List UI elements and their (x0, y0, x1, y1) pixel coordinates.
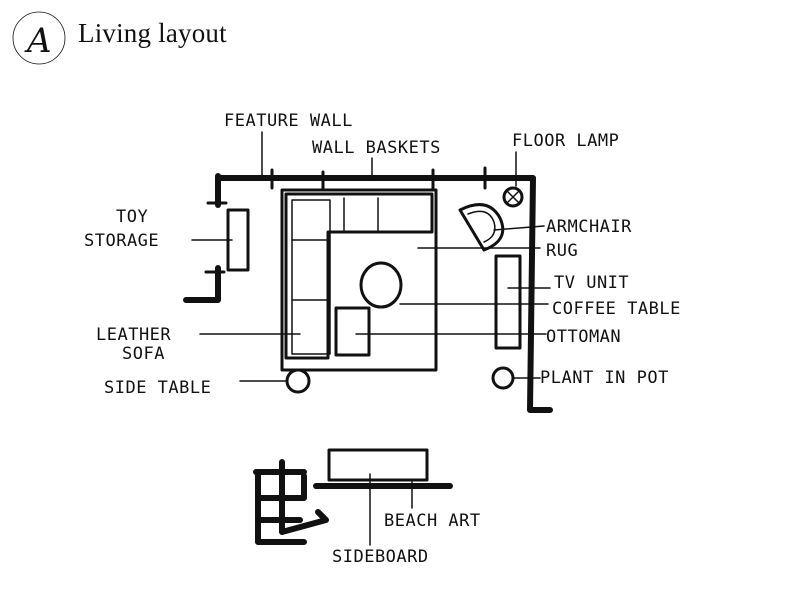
beach-art-shape (327, 448, 429, 482)
brand-logo: A (12, 11, 66, 65)
label-armchair: ARMCHAIR (546, 217, 632, 237)
side-table-shape (285, 368, 311, 394)
floor-lamp-shape (502, 186, 524, 208)
label-wall-baskets: WALL BASKETS (312, 138, 441, 158)
leather-sofa-shape (284, 192, 434, 360)
label-floor-lamp: FLOOR LAMP (512, 131, 619, 151)
leader-lines (191, 131, 551, 382)
plant-pot-shape (491, 366, 515, 390)
label-toy-storage-1: TOY (116, 207, 148, 227)
label-rug: RUG (546, 241, 578, 261)
label-plant-in-pot: PLANT IN POT (540, 368, 669, 388)
label-leather-sofa-1: LEATHER (96, 325, 171, 345)
logo-letter: A (24, 21, 52, 61)
rug-shape (280, 188, 438, 372)
label-feature-wall: FEATURE WALL (224, 111, 353, 131)
page-title: Living layout (78, 18, 227, 48)
label-side-table: SIDE TABLE (104, 378, 211, 398)
room-walls (183, 166, 553, 413)
label-sideboard: SIDEBOARD (332, 547, 429, 567)
label-toy-storage-2: STORAGE (84, 231, 159, 251)
tv-unit-shape (494, 254, 522, 350)
wall-elevation-sketch (253, 448, 453, 546)
label-ottoman: OTTOMAN (546, 327, 621, 347)
label-leather-sofa-2: SOFA (122, 344, 165, 364)
sideboard-shape (253, 459, 329, 545)
armchair-shape (458, 203, 505, 252)
ottoman-shape (334, 306, 371, 357)
label-beach-art: BEACH ART (384, 511, 481, 531)
label-coffee-table: COFFEE TABLE (552, 299, 681, 319)
label-tv-unit: TV UNIT (554, 273, 629, 293)
coffee-table-shape (359, 261, 403, 309)
